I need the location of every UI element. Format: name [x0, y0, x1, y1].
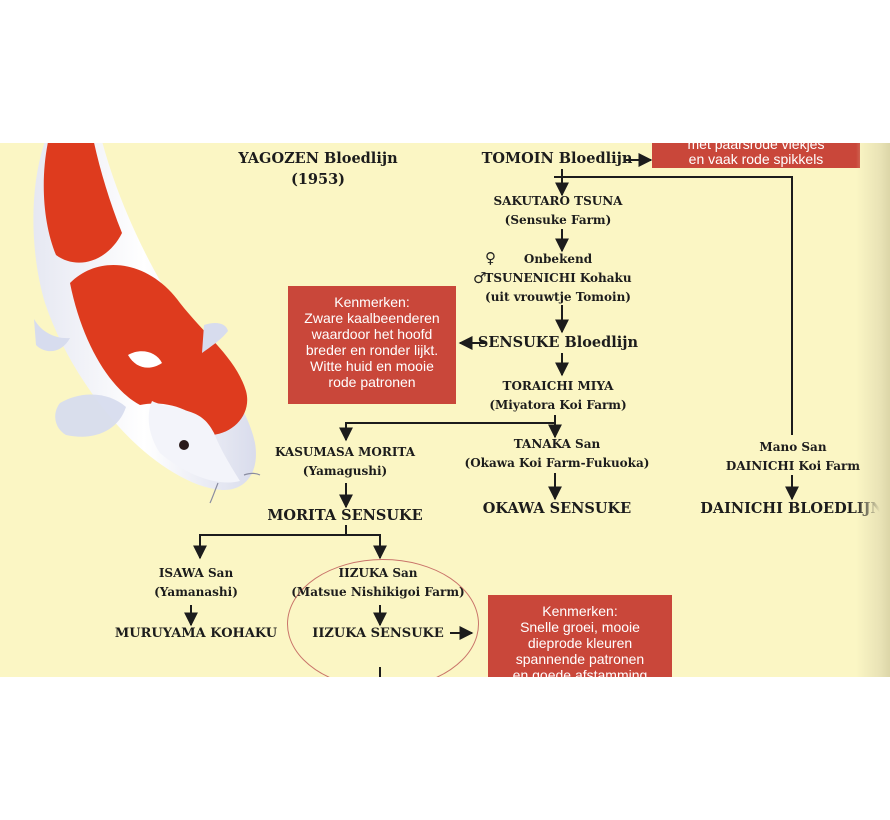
mano-farm: DAINICHI Koi Farm	[725, 459, 861, 473]
iizuka-note-line-4: spannende patronen	[515, 651, 645, 667]
highlight-circle	[287, 559, 479, 677]
parents-node: Onbekend TSUNENICHI Kohaku (uit vrouwtje…	[484, 250, 631, 307]
parent-tsunenichi: TSUNENICHI Kohaku	[484, 271, 632, 285]
sensuke-note-box: Kenmerken: Zware kaalbeenderen waardoor …	[288, 286, 456, 404]
sensuke-note-line-6: rode patronen	[328, 374, 416, 390]
morita-sensuke-title: MORITA SENSUKE	[267, 507, 423, 524]
mano-node: Mano San DAINICHI Koi Farm	[726, 438, 860, 476]
iizuka-sensuke-title: IIZUKA SENSUKE	[312, 626, 444, 641]
iizuka-note-line-2: Snelle groei, mooie	[520, 619, 640, 635]
isawa-name: ISAWA San	[158, 566, 234, 580]
sensuke-title: SENSUKE Bloedlijn	[477, 334, 639, 351]
mano-name: Mano San	[759, 440, 827, 454]
tanaka-node: TANAKA San (Okawa Koi Farm-Fukuoka)	[465, 435, 650, 473]
sensuke-note-line-2: Zware kaalbeenderen	[304, 310, 440, 326]
top-note-box: met paarsrode vlekjes en vaak rode spikk…	[652, 143, 860, 168]
koi-fish-illustration	[33, 143, 261, 504]
sensuke-note-line-5: Witte huid en mooie	[310, 358, 434, 374]
iizuka-note-line-1: Kenmerken:	[542, 603, 618, 619]
iizuka-name: IIZUKA San	[338, 566, 418, 580]
isawa-node: ISAWA San (Yamanashi)	[154, 564, 238, 602]
toraichi-node: TORAICHI MIYA (Miyatora Koi Farm)	[489, 377, 626, 415]
kasumasa-node: KASUMASA MORITA (Yamagushi)	[275, 443, 415, 481]
iizuka-node: IIZUKA San (Matsue Nishikigoi Farm)	[291, 564, 464, 602]
yagozen-year: (1953)	[290, 171, 346, 188]
yagozen-node: YAGOZEN Bloedlijn (1953)	[238, 148, 397, 190]
sensuke-node: SENSUKE Bloedlijn	[478, 332, 638, 353]
iizuka-note-line-3: dieprode kleuren	[527, 635, 633, 651]
lineage-poster: YAGOZEN Bloedlijn (1953) TOMOIN Bloedlij…	[0, 143, 890, 677]
female-symbol-icon: ♀	[485, 249, 496, 267]
iizuka-farm: (Matsue Nishikigoi Farm)	[291, 585, 465, 599]
male-symbol-icon: ♂	[473, 269, 487, 287]
kasumasa-farm: (Yamagushi)	[302, 464, 388, 478]
lineage-connectors	[184, 153, 799, 677]
toraichi-name: TORAICHI MIYA	[502, 379, 614, 393]
parent-unknown: Onbekend	[523, 252, 593, 266]
sakutaro-name: SAKUTARO TSUNA	[493, 194, 623, 208]
dainichi-bloedlijn-title: DAINICHI BLOEDLIJN	[700, 500, 884, 517]
sensuke-note-line-4: breder en ronder lijkt.	[305, 342, 439, 358]
dainichi-bloedlijn-node: DAINICHI BLOEDLIJN	[700, 498, 884, 519]
sakutaro-farm: (Sensuke Farm)	[504, 213, 612, 227]
top-note-line-1: met paarsrode vlekjes	[687, 143, 825, 152]
okawa-sensuke-node: OKAWA SENSUKE	[483, 498, 631, 519]
isawa-farm: (Yamanashi)	[154, 585, 238, 599]
parent-note: (uit vrouwtje Tomoin)	[485, 290, 631, 304]
poster-edge-shadow	[856, 143, 890, 677]
iizuka-note-line-5: en goede afstamming	[512, 667, 648, 677]
muruyama-kohaku-node: MURUYAMA KOHAKU	[115, 624, 277, 643]
muruyama-kohaku-title: MURUYAMA KOHAKU	[114, 626, 278, 641]
top-note-line-2: en vaak rode spikkels	[688, 151, 824, 167]
sensuke-note-line-1: Kenmerken:	[334, 294, 410, 310]
morita-sensuke-node: MORITA SENSUKE	[267, 505, 422, 526]
yagozen-title: YAGOZEN Bloedlijn	[238, 150, 398, 167]
toraichi-farm: (Miyatora Koi Farm)	[489, 398, 627, 412]
tanaka-farm: (Okawa Koi Farm-Fukuoka)	[464, 456, 650, 470]
tanaka-name: TANAKA San	[513, 437, 601, 451]
sensuke-note-line-3: waardoor het hoofd	[311, 326, 433, 342]
iizuka-sensuke-node: IIZUKA SENSUKE	[312, 624, 444, 643]
tomoin-node: TOMOIN Bloedlijn	[482, 148, 633, 169]
okawa-sensuke-title: OKAWA SENSUKE	[482, 500, 632, 517]
sakutaro-node: SAKUTARO TSUNA (Sensuke Farm)	[494, 192, 623, 230]
tomoin-title: TOMOIN Bloedlijn	[481, 150, 633, 167]
kasumasa-name: KASUMASA MORITA	[274, 445, 416, 459]
iizuka-note-box: Kenmerken: Snelle groei, mooie dieprode …	[488, 595, 672, 677]
